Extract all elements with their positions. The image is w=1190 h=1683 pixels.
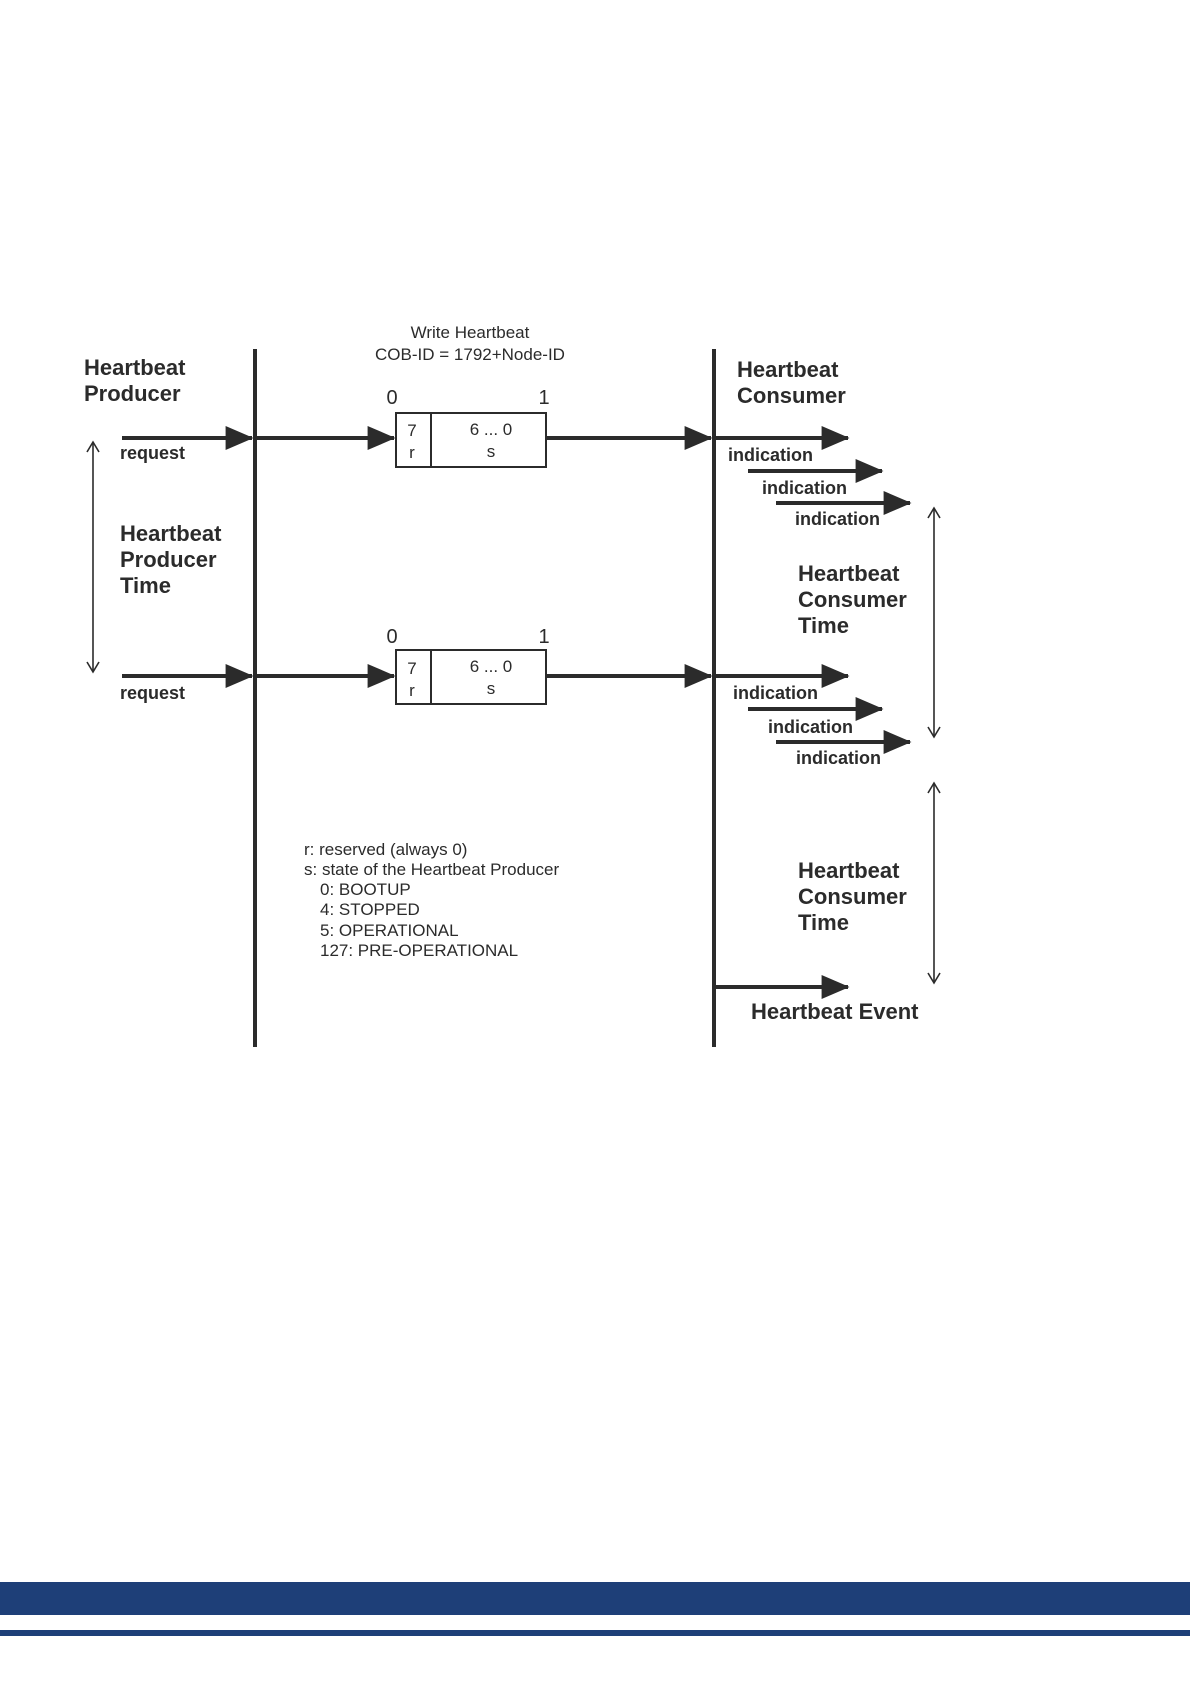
header-line1: Write Heartbeat [411,323,530,342]
consumer-title-line1: Heartbeat [737,357,839,382]
consumer-time-2-line1: Heartbeat [798,858,900,883]
indication-label-2c: indication [796,748,881,768]
byte-end-label: 1 [538,626,549,648]
consumer-time-1-line1: Heartbeat [798,561,900,586]
consumer-time-1-line3: Time [798,613,849,638]
state-field: s [487,679,496,698]
producer-time-line3: Time [120,573,171,598]
reserved-field: r [409,681,415,700]
bits-low-label: 6 ... 0 [470,657,513,676]
heartbeat-frame-1: 0 1 7 r 6 ... 0 s [386,387,550,468]
producer-title-line1: Heartbeat [84,355,186,380]
footer-brand-rule [0,1630,1190,1636]
producer-time-span [86,440,100,674]
indication-label-1b: indication [762,478,847,498]
reserved-field: r [409,443,415,462]
heartbeat-event-label: Heartbeat Event [751,999,919,1024]
consumer-time-1-line2: Consumer [798,587,907,612]
byte-start-label: 0 [386,626,397,648]
consumer-time-span-2 [927,781,941,985]
bit7-label: 7 [407,421,416,440]
byte-end-label: 1 [538,387,549,409]
state-field: s [487,442,496,461]
producer-time-line1: Heartbeat [120,521,222,546]
legend-state-0: 0: BOOTUP [320,880,411,899]
indication-label-1a: indication [728,445,813,465]
legend: r: reserved (always 0) s: state of the H… [304,840,559,960]
request-label-2: request [120,683,185,703]
producer-title-line2: Producer [84,381,181,406]
consumer-time-2-line2: Consumer [798,884,907,909]
indication-label-2a: indication [733,683,818,703]
indication-label-1c: indication [795,509,880,529]
legend-line1: r: reserved (always 0) [304,840,467,859]
bits-low-label: 6 ... 0 [470,420,513,439]
consumer-title-line2: Consumer [737,383,846,408]
legend-state-2: 5: OPERATIONAL [320,921,459,940]
heartbeat-frame-2: 0 1 7 r 6 ... 0 s [386,626,550,705]
legend-line2: s: state of the Heartbeat Producer [304,860,559,879]
legend-state-1: 4: STOPPED [320,900,420,919]
byte-start-label: 0 [386,387,397,409]
header-line2: COB-ID = 1792+Node-ID [375,345,565,364]
footer-brand-bar [0,1582,1190,1615]
request-label-1: request [120,443,185,463]
legend-state-3: 127: PRE-OPERATIONAL [320,941,518,960]
consumer-time-span-1 [927,506,941,739]
producer-time-line2: Producer [120,547,217,572]
bit7-label: 7 [407,659,416,678]
indication-label-2b: indication [768,717,853,737]
consumer-time-2-line3: Time [798,910,849,935]
